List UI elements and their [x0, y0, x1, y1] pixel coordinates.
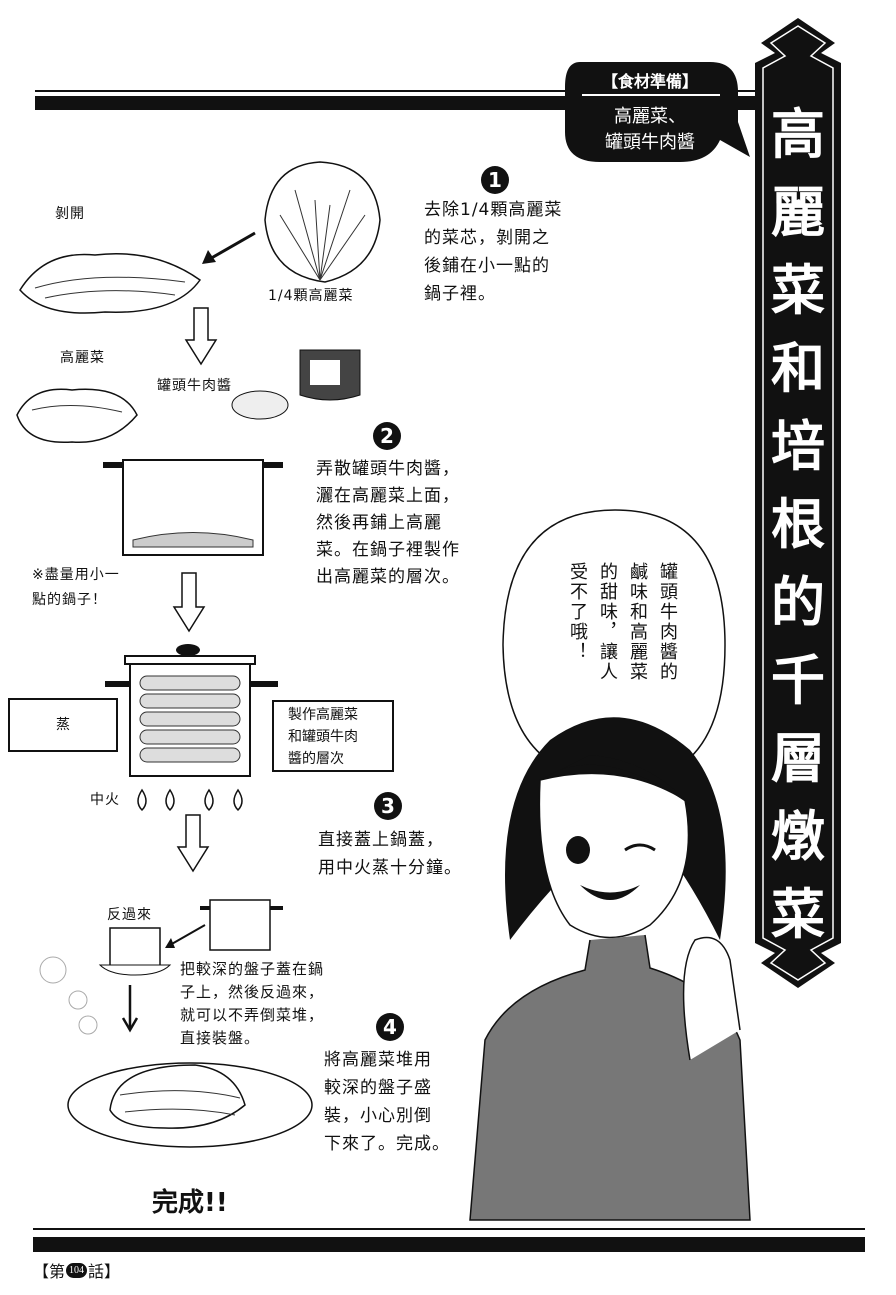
peeled-cabbage-illustration [19, 252, 202, 314]
text-line: 然後再鋪上高麗 [316, 513, 442, 533]
flame-icon [204, 788, 214, 812]
steam-label: 蒸 [56, 717, 70, 733]
flip-illustration [98, 899, 283, 1033]
text-line: 用中火蒸十分鐘。 [318, 858, 462, 878]
bottom-thin-rule [33, 1228, 865, 1230]
text-line: 後鋪在小一點的 [424, 256, 550, 276]
text-line: 裝，小心別倒 [324, 1106, 432, 1126]
text-line: 點的鍋子！ [32, 592, 107, 608]
text-line: 的甜味，讓人 [597, 562, 618, 682]
ingredients-line2: 罐頭牛肉醬 [605, 132, 695, 153]
text-line: 的菜芯，剝開之 [424, 228, 550, 248]
text-line: 罐頭牛肉醬的 [657, 562, 678, 682]
flame-icon [165, 788, 175, 812]
step-3-number: 3 [374, 792, 402, 820]
pot-note: ※盡量用小一 點的鍋子！ [32, 563, 120, 613]
label-cabbage: 高麗菜 [60, 350, 105, 366]
label-canned-beef: 罐頭牛肉醬 [157, 378, 232, 394]
chapter-prefix: 【第 [33, 1264, 66, 1281]
bubbles-decoration [39, 956, 98, 1035]
text-line: 把較深的盤子蓋在鍋 [180, 960, 325, 978]
speech-bubble-text: 罐頭牛肉醬的 鹹味和高麗菜 的甜味，讓人 受不了哦！ [562, 562, 682, 682]
text-line: 菜。在鍋子裡製作 [316, 540, 460, 560]
text-line: 子上，然後反過來， [180, 983, 325, 1001]
text-line: 醬的層次 [288, 751, 344, 767]
title-char: 高 [771, 103, 825, 166]
title-char: 千 [771, 649, 825, 712]
title-banner-shape [755, 18, 841, 988]
flame-icon [137, 788, 147, 812]
text-line: 鹹味和高麗菜 [627, 562, 648, 682]
text-line: 出高麗菜的層次。 [316, 567, 460, 587]
step-2-number: 2 [373, 422, 401, 450]
down-arrow-icon [172, 572, 206, 633]
title-char: 根 [771, 493, 825, 556]
flip-description: 把較深的盤子蓋在鍋 子上，然後反過來， 就可以不弄倒菜堆， 直接裝盤。 [180, 958, 324, 1050]
text-line: 直接蓋上鍋蓋， [318, 830, 444, 850]
label-quarter-cabbage: 1/4顆高麗菜 [268, 288, 354, 304]
text-line: 和罐頭牛肉 [288, 729, 358, 745]
text-line: ※盡量用小一 [32, 567, 120, 583]
text-line: 下來了。完成。 [324, 1134, 450, 1154]
step-1-number: 1 [481, 166, 509, 194]
done-label: 完成!! [152, 1188, 228, 1218]
ingredients-bubble-shape [565, 62, 750, 162]
text-line: 受不了哦！ [567, 562, 588, 662]
chapter-number-badge: 104 [66, 1262, 88, 1278]
arrow-icon [202, 231, 256, 264]
finished-dish-illustration [67, 1062, 313, 1148]
recipe-title: 高麗菜和培根的千層燉菜 [755, 96, 841, 954]
chapter-footer: 【第 104 話】 [33, 1258, 120, 1282]
label-flip: 反過來 [107, 907, 152, 923]
steaming-pot-illustration [105, 644, 278, 777]
cabbage-quarter-illustration [264, 161, 381, 283]
text-line: 製作高麗菜 [288, 707, 358, 723]
flame-icons [137, 788, 243, 812]
title-banner: 高麗菜和培根的千層燉菜 [755, 18, 841, 988]
label-medium-heat: 中火 [90, 792, 120, 808]
flame-icon [233, 788, 243, 812]
title-char: 菜 [771, 883, 825, 946]
title-char: 麗 [771, 181, 825, 244]
title-char: 和 [771, 337, 825, 400]
step-2-text: 弄散罐頭牛肉醬， 灑在高麗菜上面， 然後再鋪上高麗 菜。在鍋子裡製作 出高麗菜的… [316, 456, 460, 591]
layers-box: 製作高麗菜 和罐頭牛肉 醬的層次 [272, 700, 394, 772]
steam-box: 蒸 [8, 698, 118, 752]
chapter-suffix: 話】 [88, 1264, 121, 1281]
title-char: 層 [771, 727, 825, 790]
title-char: 燉 [771, 805, 825, 868]
down-arrow-icon [176, 814, 210, 873]
ingredients-bubble: 【食材準備】 高麗菜、 罐頭牛肉醬 [560, 62, 750, 162]
pot-illustration [103, 459, 283, 556]
text-line: 鍋子裡。 [424, 284, 496, 304]
title-char: 的 [771, 571, 825, 634]
text-line: 去除1/4顆高麗菜 [424, 200, 563, 220]
down-arrow-icon [184, 307, 218, 366]
step-4-text: 將高麗菜堆用 較深的盤子盛 裝，小心別倒 下來了。完成。 [324, 1046, 450, 1158]
step-3-text: 直接蓋上鍋蓋， 用中火蒸十分鐘。 [318, 826, 462, 882]
text-line: 就可以不弄倒菜堆， [180, 1006, 325, 1024]
step-4-number: 4 [376, 1013, 404, 1041]
top-thin-rule [35, 90, 765, 92]
title-char: 培 [771, 415, 825, 478]
text-line: 弄散罐頭牛肉醬， [316, 459, 460, 479]
ingredients-line1: 高麗菜、 [614, 106, 686, 127]
woman-character-illustration [469, 717, 751, 1221]
label-peel: 剝開 [55, 206, 85, 222]
bottom-thick-rule [33, 1237, 865, 1252]
text-line: 將高麗菜堆用 [324, 1050, 432, 1070]
cabbage-leaves-illustration [16, 388, 138, 444]
text-line: 灑在高麗菜上面， [316, 486, 460, 506]
title-char: 菜 [771, 259, 825, 322]
text-line: 較深的盤子盛 [324, 1078, 432, 1098]
text-line: 直接裝盤。 [180, 1029, 261, 1047]
ingredients-heading: 【食材準備】 [601, 72, 698, 91]
step-1-text: 去除1/4顆高麗菜 的菜芯，剝開之 後鋪在小一點的 鍋子裡。 [424, 196, 562, 308]
canned-beef-illustration [231, 349, 361, 420]
